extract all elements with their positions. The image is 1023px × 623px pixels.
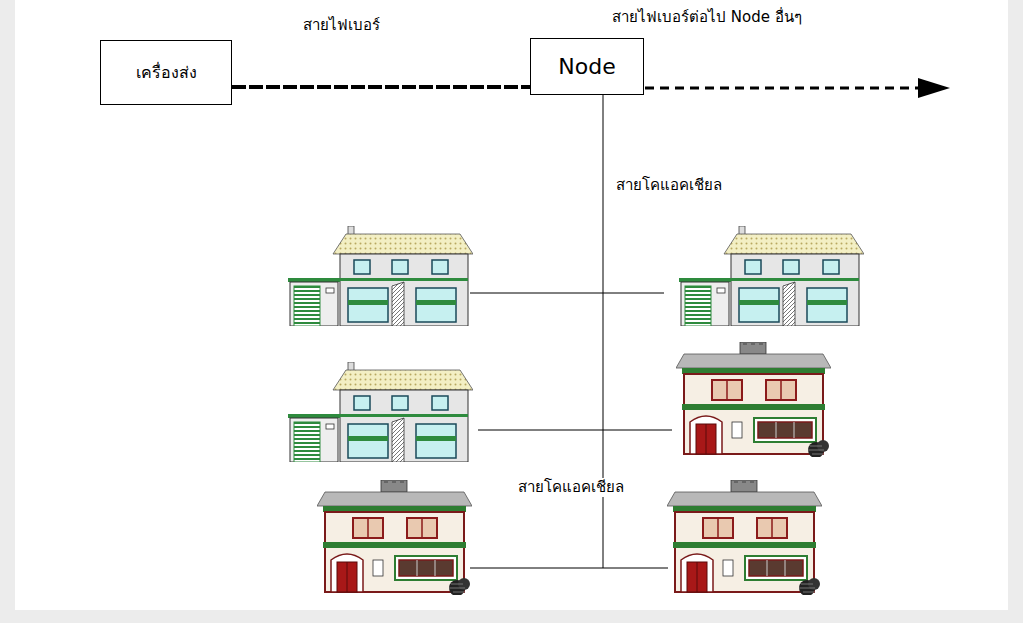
- coax-label: สายโคแอคเชียล: [516, 478, 626, 497]
- arrow-head: [918, 78, 950, 98]
- node-text: Node: [558, 54, 615, 79]
- house: [288, 226, 473, 326]
- node-text: เครื่องส่ง: [136, 60, 197, 85]
- fiber-onward-label: สายไฟเบอร์ต่อไป Node อื่นๆ: [612, 8, 802, 27]
- coax-lines: [470, 95, 672, 568]
- house: [288, 362, 473, 462]
- fiber-cable: [232, 87, 530, 88]
- node-box: Node: [530, 38, 644, 95]
- house: [667, 478, 822, 596]
- edge-label: สายไฟเบอร์: [303, 16, 380, 35]
- coax-label: สายโคแอคเชียล: [614, 176, 724, 195]
- house: [679, 226, 864, 326]
- fiber-onward: [645, 87, 918, 90]
- house: [317, 478, 472, 596]
- house: [676, 340, 831, 458]
- transmitter-box: เครื่องส่ง: [100, 40, 232, 105]
